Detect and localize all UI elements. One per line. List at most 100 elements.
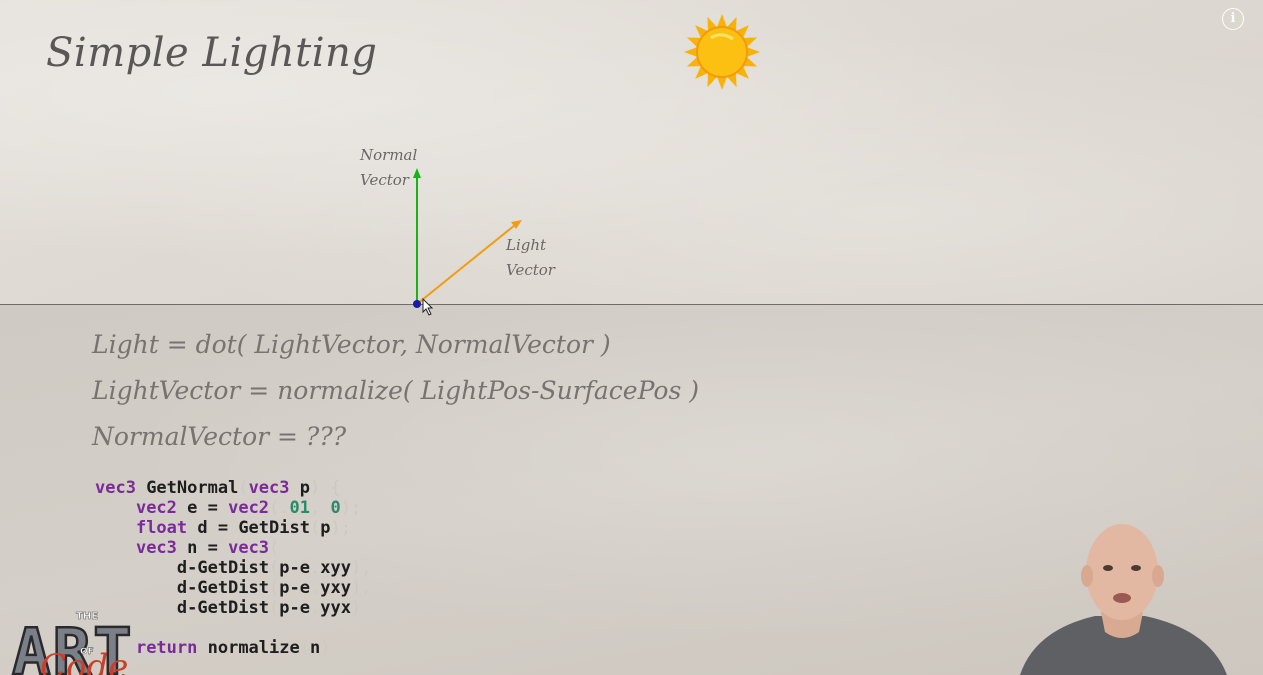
presenter-ear-right — [1152, 565, 1164, 587]
logo-code: Code — [40, 647, 128, 675]
code-token — [95, 518, 136, 538]
sun-ray — [727, 73, 737, 88]
logo-of: OF — [80, 647, 94, 657]
code-token: d-GetDist — [95, 578, 269, 598]
code-token: ( — [269, 598, 280, 618]
code-token: return — [135, 638, 198, 658]
normal-label-line2: Vector — [360, 171, 409, 189]
code-token: yxy — [320, 578, 351, 598]
code-token: , — [310, 498, 331, 518]
presenter-ear-left — [1081, 565, 1093, 587]
code-token: 01 — [289, 498, 311, 518]
surface-point — [413, 300, 421, 308]
normal-vector-arrowhead — [413, 168, 421, 178]
code-token: . — [309, 578, 321, 598]
sun-ray — [727, 16, 737, 31]
normal-label-line1: Normal — [360, 146, 418, 164]
code-token: GetNormal — [135, 478, 239, 498]
sun-disc — [696, 26, 748, 78]
presenter-eye-left — [1103, 565, 1113, 571]
presenter-neck — [1101, 612, 1143, 638]
slide-title: Simple Lighting — [46, 30, 378, 76]
code-line: d-GetDist(p-e.yyx) — [95, 598, 371, 618]
code-token: p-e — [279, 578, 310, 598]
light-vector-line — [416, 224, 516, 305]
code-token: ), — [350, 558, 372, 578]
code-token: ) { — [310, 478, 341, 498]
code-token: ( — [269, 578, 280, 598]
code-token: ); — [330, 518, 351, 538]
code-line: vec3 GetNormal(vec3 p) { — [95, 478, 371, 498]
code-token: ), — [350, 578, 372, 598]
sun-icon — [684, 14, 760, 90]
sun-ray — [695, 66, 708, 79]
code-block: vec3 GetNormal(vec3 p) { vec2 e = vec2(.… — [95, 478, 371, 658]
code-token: ( — [299, 638, 310, 658]
art-of-code-logo: THE ART OF Code — [11, 611, 133, 675]
code-token: . — [309, 598, 321, 618]
code-token: ) — [350, 598, 362, 618]
code-token: p — [320, 518, 331, 538]
light-label-line1: Light — [506, 236, 547, 254]
sun-rays — [684, 14, 760, 90]
sun-ray — [686, 57, 701, 67]
code-token — [95, 498, 136, 518]
lower-canvas — [0, 305, 1263, 675]
upper-canvas — [0, 0, 1263, 305]
code-token: vec3 — [228, 538, 270, 558]
light-vector-arrowhead — [511, 220, 522, 229]
sun-ray — [736, 25, 749, 38]
code-token: ( — [238, 478, 249, 498]
light-vector-label: Light Vector — [506, 233, 555, 283]
code-token — [95, 538, 136, 558]
code-token: (. — [269, 498, 290, 518]
sun-ray — [686, 37, 701, 47]
sun-ray — [707, 73, 717, 88]
sun-ray — [747, 47, 760, 57]
sun-ray — [717, 14, 727, 27]
sun-highlight — [710, 33, 734, 41]
code-token: ( — [269, 538, 280, 558]
code-token: ( — [269, 558, 280, 578]
sun-ray — [695, 25, 708, 38]
code-token: xyy — [320, 558, 351, 578]
code-token: d-GetDist — [95, 598, 269, 618]
formula-light-vector: LightVector = normalize( LightPos-Surfac… — [92, 376, 699, 405]
info-icon[interactable]: i — [1222, 8, 1244, 30]
formula-light: Light = dot( LightVector, NormalVector ) — [92, 330, 611, 359]
logo-the: THE — [76, 611, 98, 622]
code-token: e = — [176, 498, 229, 518]
sun-ray — [743, 57, 758, 67]
code-token: n = — [176, 538, 229, 558]
presenter-webcam — [1020, 524, 1227, 675]
sun-ray — [743, 37, 758, 47]
sun-ray — [707, 16, 717, 31]
code-token: p-e — [279, 558, 310, 578]
code-line: float d = GetDist(p); — [95, 518, 371, 538]
code-token: n — [309, 638, 321, 658]
code-line: return normalize(n) — [95, 638, 371, 658]
code-token: float — [135, 518, 188, 538]
code-token: vec2 — [228, 498, 270, 518]
code-token: . — [309, 558, 321, 578]
sun-ray — [717, 77, 727, 90]
code-token: vec3 — [95, 478, 136, 498]
code-token: p — [289, 478, 310, 498]
code-token: p-e — [279, 598, 310, 618]
code-line: d-GetDist(p-e.yxy), — [95, 578, 372, 598]
code-token: d-GetDist — [95, 558, 269, 578]
normal-vector-label: Normal Vector — [360, 143, 417, 193]
code-line: d-GetDist(p-e.xyy), — [95, 558, 372, 578]
formula-normal-vector: NormalVector = ??? — [92, 422, 347, 451]
light-label-line2: Vector — [506, 261, 555, 279]
code-token: vec2 — [135, 498, 177, 518]
code-token: ) — [320, 638, 331, 658]
presenter-eye-right — [1131, 565, 1141, 571]
code-token: normalize — [197, 638, 300, 658]
sun-ray — [684, 47, 697, 57]
code-token: ); — [340, 498, 362, 518]
presenter-shirt — [1020, 616, 1227, 675]
code-token: ( — [309, 518, 321, 538]
sun-ray — [736, 66, 749, 79]
